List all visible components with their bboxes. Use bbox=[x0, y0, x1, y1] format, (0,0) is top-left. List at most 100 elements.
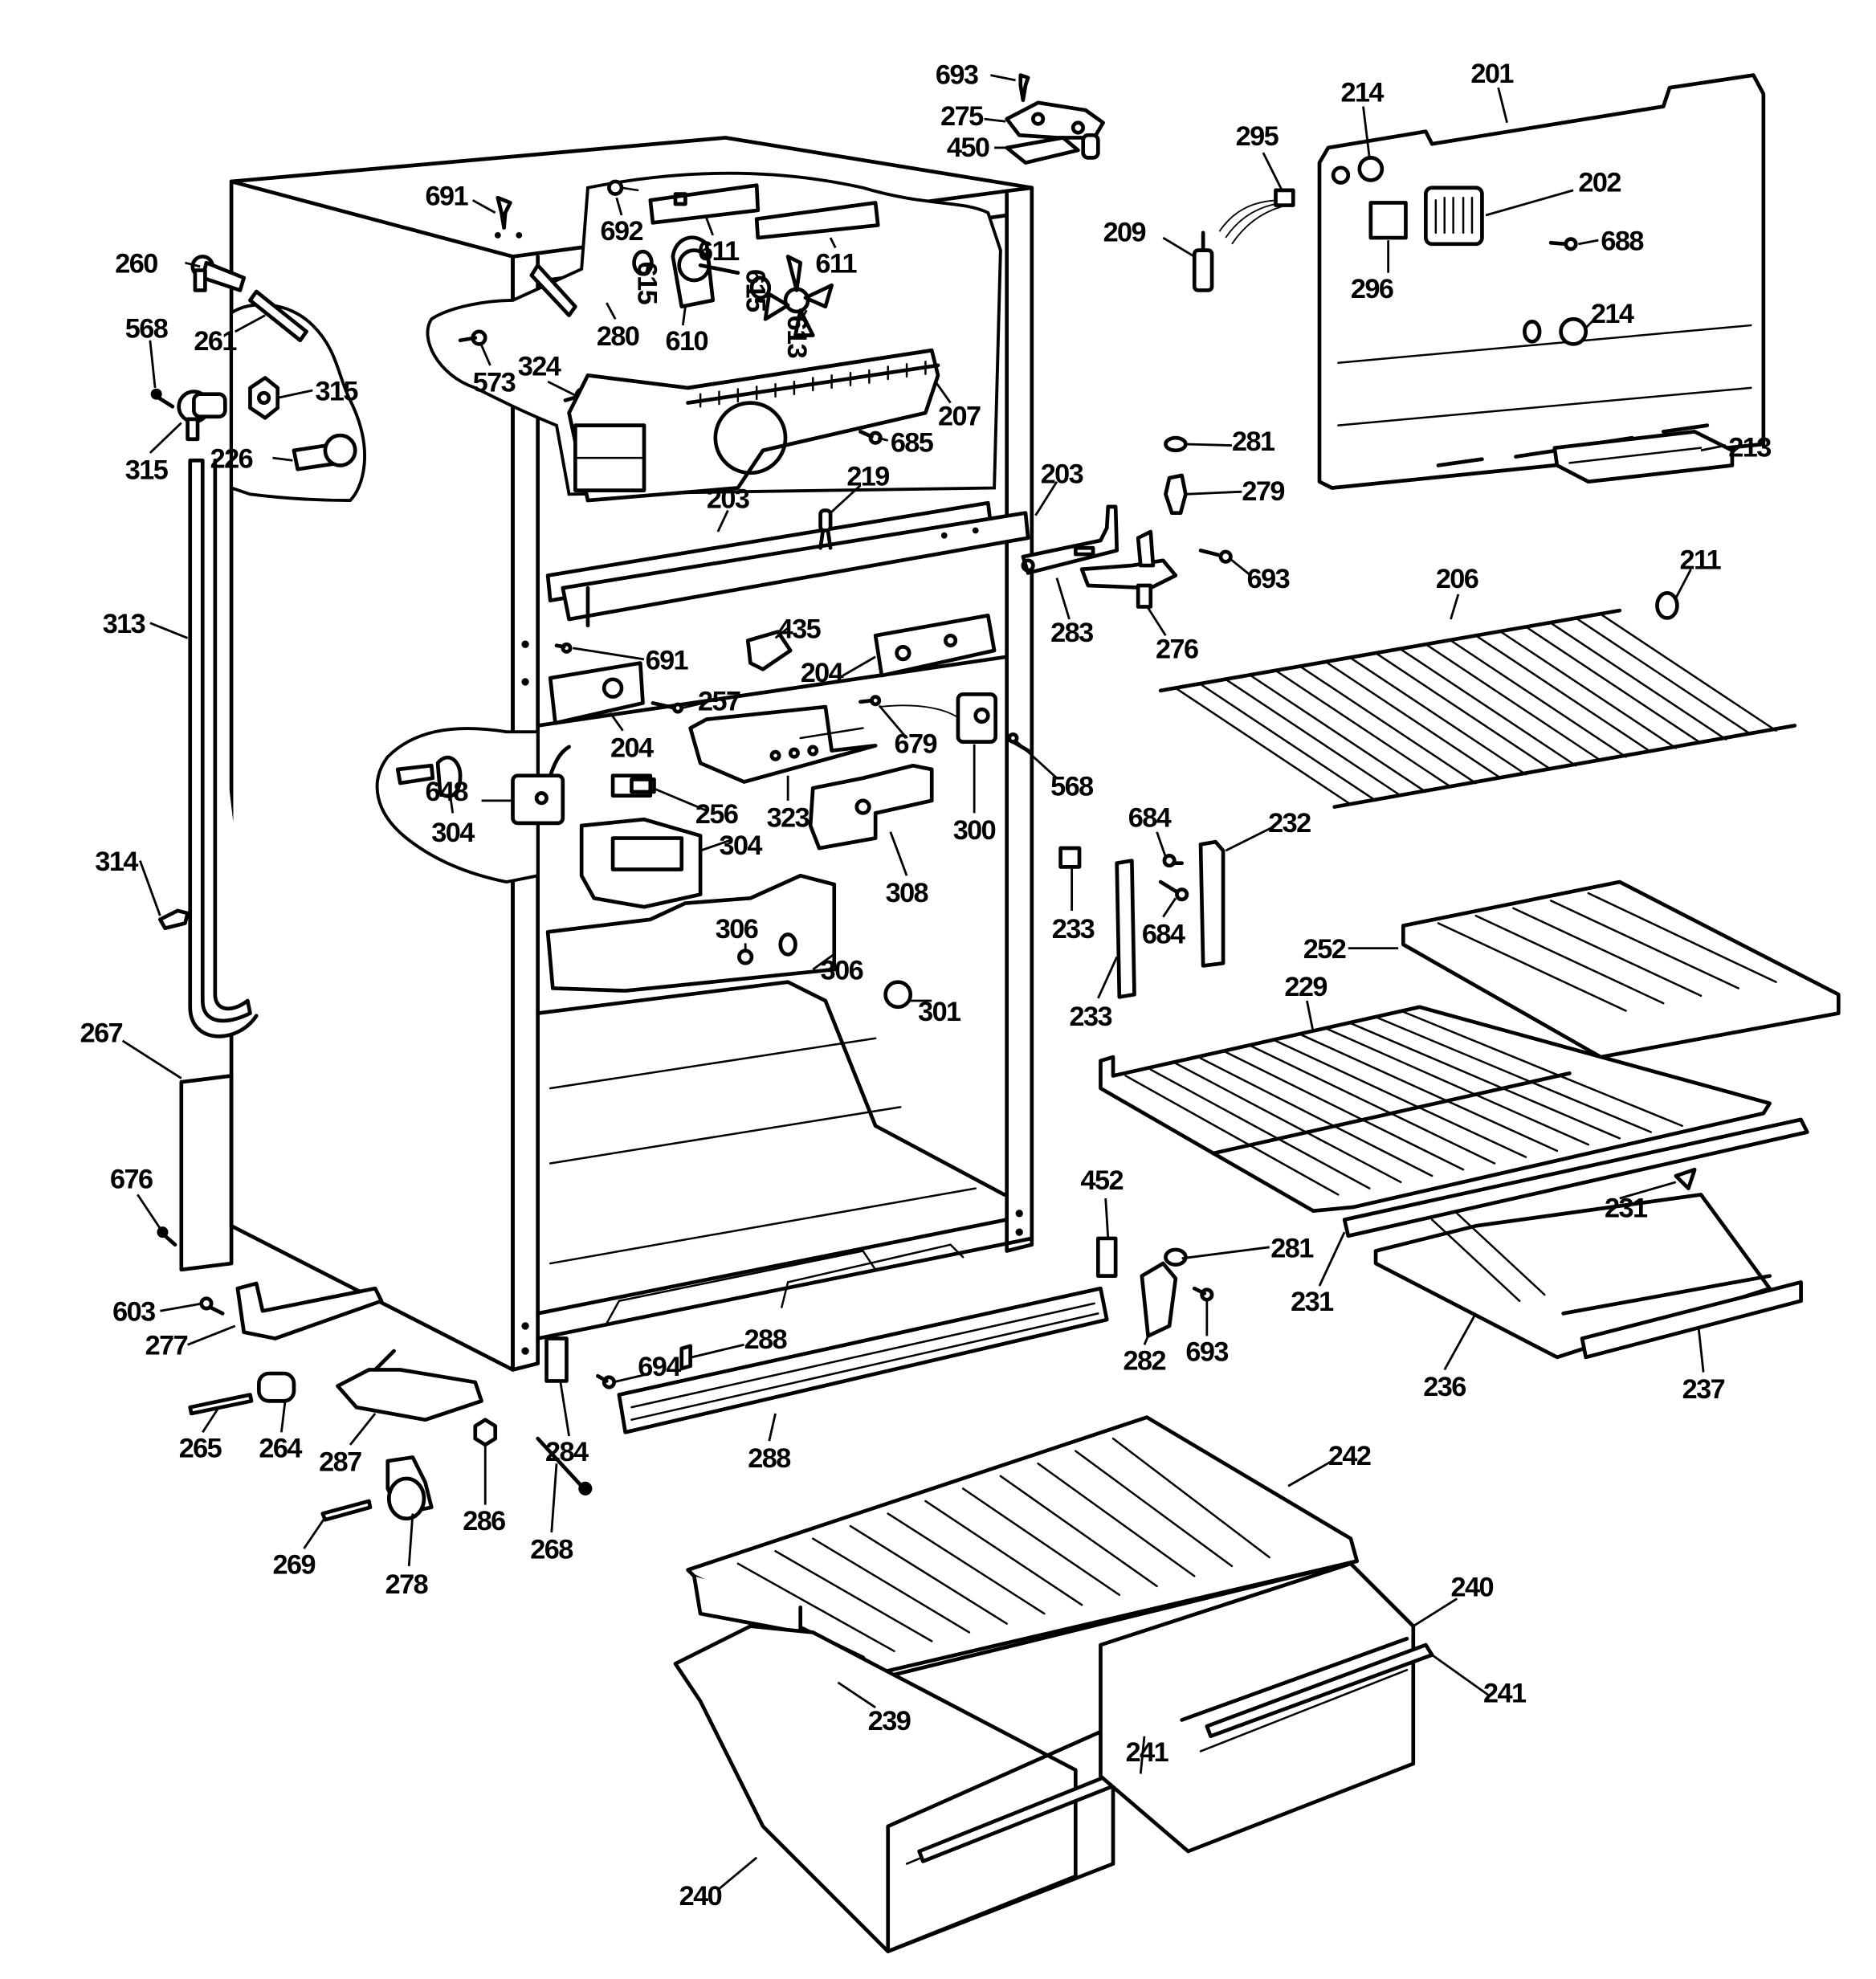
callout-label[interactable]: 203 bbox=[707, 484, 751, 514]
callout-label[interactable]: 452 bbox=[1081, 1165, 1125, 1196]
callout-label[interactable]: 603 bbox=[112, 1297, 157, 1328]
callout-label[interactable]: 265 bbox=[179, 1433, 224, 1463]
callout-label[interactable]: 568 bbox=[125, 314, 169, 345]
callout-label[interactable]: 233 bbox=[1070, 1002, 1114, 1032]
callout-label[interactable]: 264 bbox=[259, 1433, 304, 1463]
callout-label[interactable]: 201 bbox=[1470, 59, 1515, 89]
callout-label[interactable]: 287 bbox=[319, 1447, 363, 1478]
callout-label[interactable]: 615 bbox=[740, 269, 771, 312]
callout-label[interactable]: 692 bbox=[601, 216, 645, 247]
callout-label[interactable]: 286 bbox=[463, 1506, 507, 1536]
callout-label[interactable]: 278 bbox=[385, 1569, 430, 1600]
callout-label[interactable]: 615 bbox=[631, 262, 662, 305]
callout-label[interactable]: 611 bbox=[815, 249, 858, 280]
callout-label[interactable]: 276 bbox=[1156, 634, 1200, 664]
callout-label[interactable]: 231 bbox=[1291, 1287, 1336, 1317]
callout-label[interactable]: 684 bbox=[1128, 803, 1173, 834]
callout-label[interactable]: 214 bbox=[1340, 77, 1385, 108]
clip-288 bbox=[679, 1344, 692, 1371]
callout-label[interactable]: 694 bbox=[638, 1352, 683, 1382]
callout-label[interactable]: 315 bbox=[315, 376, 360, 406]
callout-label[interactable]: 573 bbox=[473, 368, 517, 398]
callout-label[interactable]: 613 bbox=[781, 316, 812, 358]
callout-label[interactable]: 236 bbox=[1423, 1372, 1467, 1402]
callout-label[interactable]: 241 bbox=[1483, 1679, 1528, 1709]
callout-label[interactable]: 204 bbox=[801, 658, 846, 688]
screw-684-a bbox=[1162, 854, 1185, 868]
callout-label[interactable]: 240 bbox=[679, 1881, 724, 1912]
callout-label[interactable]: 202 bbox=[1578, 167, 1622, 198]
callout-label[interactable]: 203 bbox=[1041, 459, 1085, 489]
callout-label[interactable]: 323 bbox=[767, 803, 811, 834]
callout-label[interactable]: 257 bbox=[698, 687, 742, 717]
callout-label[interactable]: 314 bbox=[95, 847, 140, 877]
callout-label[interactable]: 231 bbox=[1605, 1193, 1650, 1223]
callout-label[interactable]: 679 bbox=[894, 729, 938, 760]
callout-label[interactable]: 260 bbox=[115, 249, 159, 280]
callout-label[interactable]: 232 bbox=[1268, 808, 1312, 839]
callout-label[interactable]: 261 bbox=[194, 326, 239, 357]
callout-label[interactable]: 313 bbox=[103, 609, 147, 639]
callout-label[interactable]: 281 bbox=[1232, 426, 1277, 457]
callout-label[interactable]: 435 bbox=[778, 614, 823, 644]
callout-label[interactable]: 211 bbox=[1679, 545, 1723, 576]
callout-label[interactable]: 296 bbox=[1351, 274, 1395, 304]
callout-label[interactable]: 306 bbox=[716, 914, 760, 945]
switch-256 bbox=[610, 773, 656, 798]
callout-label[interactable]: 685 bbox=[891, 427, 936, 458]
callout-label[interactable]: 283 bbox=[1050, 618, 1095, 648]
callout-label[interactable]: 450 bbox=[947, 133, 991, 163]
callout-label[interactable]: 676 bbox=[110, 1165, 154, 1195]
callout-label[interactable]: 684 bbox=[1142, 919, 1187, 949]
callout-label[interactable]: 610 bbox=[666, 326, 710, 357]
callout-label[interactable]: 214 bbox=[1591, 299, 1636, 329]
callout-label[interactable]: 213 bbox=[1728, 433, 1772, 463]
callout-label[interactable]: 207 bbox=[938, 402, 982, 432]
callout-label[interactable]: 280 bbox=[597, 321, 641, 352]
callout-label[interactable]: 611 bbox=[698, 236, 741, 267]
callout-label[interactable]: 204 bbox=[610, 732, 655, 763]
callout-label[interactable]: 279 bbox=[1242, 476, 1286, 507]
callout-label[interactable]: 693 bbox=[1185, 1337, 1230, 1368]
callout-label[interactable]: 233 bbox=[1052, 914, 1096, 945]
fan-blade-613 bbox=[763, 255, 834, 337]
callout-label[interactable]: 275 bbox=[940, 101, 985, 132]
callout-label[interactable]: 239 bbox=[868, 1706, 912, 1736]
callout-label[interactable]: 648 bbox=[425, 777, 469, 807]
callout-label[interactable]: 324 bbox=[518, 351, 563, 382]
callout-label[interactable]: 281 bbox=[1270, 1233, 1315, 1263]
callout-label[interactable]: 252 bbox=[1303, 934, 1348, 965]
callout-label[interactable]: 241 bbox=[1126, 1737, 1171, 1768]
callout-label[interactable]: 268 bbox=[530, 1535, 574, 1565]
callout-label[interactable]: 301 bbox=[918, 997, 963, 1027]
callout-label[interactable]: 226 bbox=[210, 444, 255, 475]
callout-label[interactable]: 229 bbox=[1284, 972, 1328, 1002]
callout-label[interactable]: 295 bbox=[1236, 121, 1281, 152]
callout-label[interactable]: 288 bbox=[748, 1443, 792, 1474]
callout-label[interactable]: 237 bbox=[1682, 1374, 1727, 1405]
callout-label[interactable]: 240 bbox=[1451, 1572, 1495, 1602]
callout-label[interactable]: 315 bbox=[125, 455, 170, 486]
callout-label[interactable]: 288 bbox=[744, 1324, 789, 1355]
callout-label[interactable]: 308 bbox=[886, 878, 930, 908]
callout-label[interactable]: 267 bbox=[80, 1018, 124, 1048]
callout-label[interactable]: 284 bbox=[545, 1437, 590, 1467]
callout-label[interactable]: 300 bbox=[953, 815, 997, 846]
callout-label[interactable]: 282 bbox=[1123, 1345, 1167, 1376]
callout-label[interactable]: 568 bbox=[1050, 772, 1095, 802]
callout-label[interactable]: 693 bbox=[936, 59, 980, 90]
callout-label[interactable]: 256 bbox=[695, 799, 740, 830]
callout-label[interactable]: 691 bbox=[646, 645, 691, 675]
callout-label[interactable]: 691 bbox=[425, 182, 470, 212]
callout-label[interactable]: 219 bbox=[846, 461, 891, 492]
callout-label[interactable]: 209 bbox=[1103, 218, 1148, 248]
callout-label[interactable]: 304 bbox=[719, 830, 764, 861]
callout-label[interactable]: 242 bbox=[1328, 1441, 1372, 1471]
callout-label[interactable]: 206 bbox=[1436, 564, 1480, 594]
callout-label[interactable]: 688 bbox=[1601, 226, 1645, 257]
callout-label[interactable]: 269 bbox=[272, 1549, 316, 1580]
callout-label[interactable]: 277 bbox=[145, 1331, 190, 1361]
callout-label[interactable]: 306 bbox=[821, 956, 865, 986]
callout-label[interactable]: 304 bbox=[431, 818, 476, 848]
callout-label[interactable]: 693 bbox=[1247, 564, 1291, 594]
